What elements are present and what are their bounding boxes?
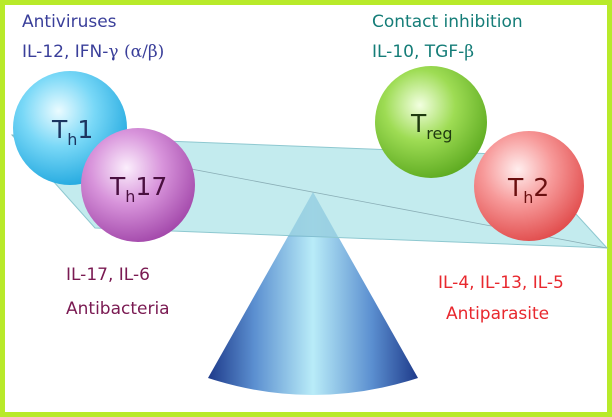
fulcrum-tip xyxy=(288,192,338,237)
th1-cytokines-label: IL-12, IFN-γ (α/β) xyxy=(22,42,165,62)
fulcrum-cone xyxy=(208,192,418,395)
antiparasite-label: Antiparasite xyxy=(446,304,550,324)
th2-label: Th2 xyxy=(507,173,549,207)
treg-label: Treg xyxy=(410,109,453,143)
th2-cytokines-label: IL-4, IL-13, IL-5 xyxy=(438,273,564,293)
antiviruses-label: Antiviruses xyxy=(22,12,117,32)
th1-label: Th1 xyxy=(51,115,93,149)
treg-cell xyxy=(375,66,487,178)
th2-cell xyxy=(474,131,584,241)
contact-inhibition-label: Contact inhibition xyxy=(372,12,523,32)
th17-label: Th17 xyxy=(109,172,167,206)
th17-cell xyxy=(81,128,195,242)
th17-cytokines-label: IL-17, IL-6 xyxy=(66,265,150,285)
antibacteria-label: Antibacteria xyxy=(66,299,170,319)
treg-cytokines-label: IL-10, TGF-β xyxy=(372,42,475,62)
